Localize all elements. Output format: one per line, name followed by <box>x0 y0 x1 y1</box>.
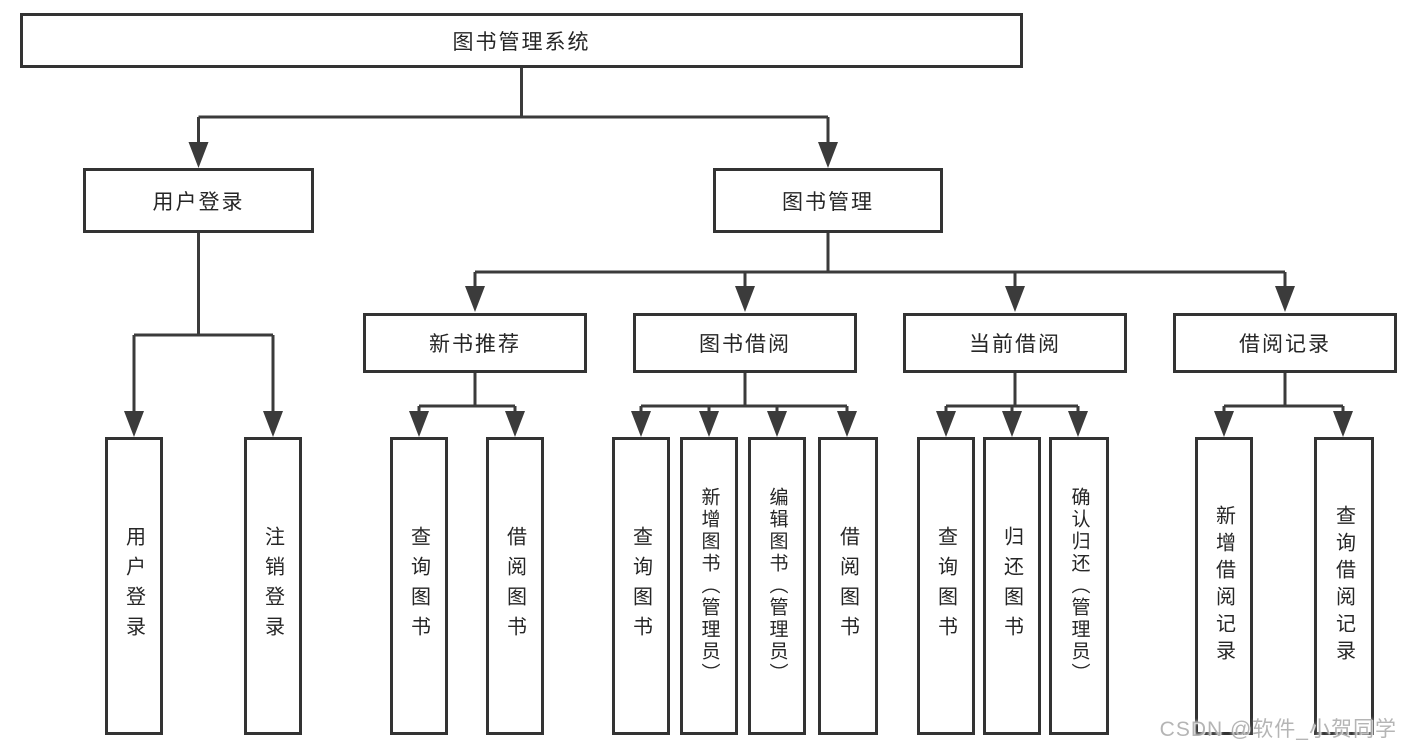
node-new-book-recommendation: 新书推荐 <box>363 313 587 373</box>
leaf-user-login: 用户登录 <box>105 437 163 735</box>
watermark-text: CSDN @软件_小贺同学 <box>1159 718 1397 741</box>
leaf-logout: 注销登录 <box>244 437 302 735</box>
node-book-management: 图书管理 <box>713 168 943 233</box>
leaf-query-books-current: 查询图书 <box>917 437 975 735</box>
leaf-add-borrow-record: 新增借阅记录 <box>1195 437 1253 735</box>
leaf-query-books-recommend: 查询图书 <box>390 437 448 735</box>
leaf-return-books: 归还图书 <box>983 437 1041 735</box>
leaf-query-borrow-record: 查询借阅记录 <box>1314 437 1374 735</box>
node-library-management-system: 图书管理系统 <box>20 13 1023 68</box>
node-borrowing-records: 借阅记录 <box>1173 313 1397 373</box>
leaf-query-books-borrowing: 查询图书 <box>612 437 670 735</box>
node-current-borrowing: 当前借阅 <box>903 313 1127 373</box>
node-book-borrowing: 图书借阅 <box>633 313 857 373</box>
leaf-confirm-return-admin: 确认归还（管理员） <box>1049 437 1109 735</box>
leaf-edit-books-admin: 编辑图书（管理员） <box>748 437 806 735</box>
leaf-borrow-books-recommend: 借阅图书 <box>486 437 544 735</box>
leaf-borrow-books-borrowing: 借阅图书 <box>818 437 878 735</box>
leaf-add-books-admin: 新增图书（管理员） <box>680 437 738 735</box>
node-user-login: 用户登录 <box>83 168 314 233</box>
